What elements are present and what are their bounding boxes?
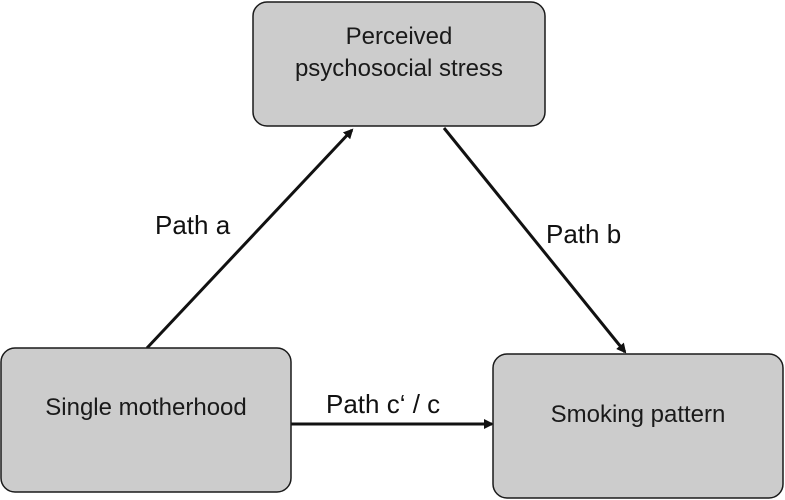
mediator-box — [252, 1, 546, 127]
path-b-arrow — [442, 127, 627, 354]
outcome-node: Smoking pattern — [492, 353, 784, 499]
outcome-label: Smoking pattern — [551, 401, 726, 428]
exposure-label: Single motherhood — [45, 394, 246, 421]
exposure-node: Single motherhood — [0, 347, 292, 493]
path-a-arrow — [145, 128, 354, 350]
path-c-label: Path c‘ / c — [326, 389, 440, 419]
outcome-box — [492, 353, 784, 499]
mediator-label-line-2: psychosocial stress — [295, 55, 503, 82]
path-a-label: Path a — [155, 210, 231, 240]
mediator-node: Perceived psychosocial stress — [252, 1, 546, 127]
exposure-box — [0, 347, 292, 493]
mediator-label-line-1: Perceived — [346, 23, 453, 50]
path-b-label: Path b — [546, 219, 621, 249]
